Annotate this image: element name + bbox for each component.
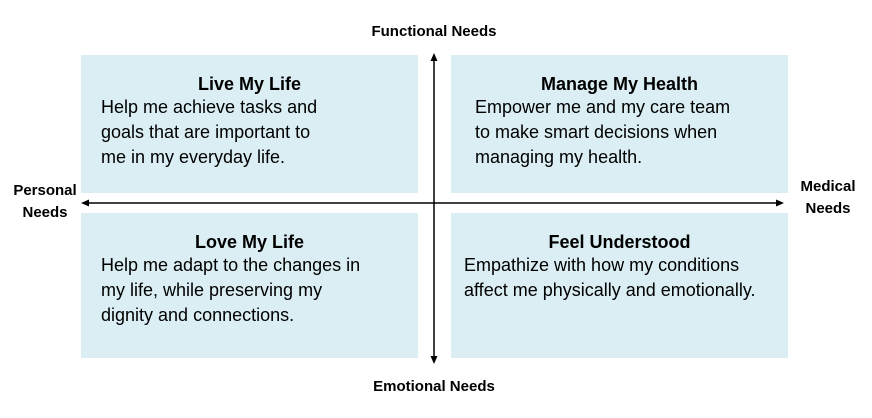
description-line: managing my health. xyxy=(475,147,643,167)
axis-label-personal-needs: Personal Needs xyxy=(0,180,90,224)
axis-label-line: Personal xyxy=(13,182,77,199)
description-line: Empower me and my care team xyxy=(475,97,731,117)
description-line: Help me achieve tasks and xyxy=(101,97,318,117)
description-line: me in my everyday life. xyxy=(101,147,286,167)
axis-label-line: Medical xyxy=(800,178,856,195)
quadrant-love-my-life: Love My Life Help me adapt to the change… xyxy=(81,213,418,358)
axis-label-emotional-needs: Emotional Needs xyxy=(373,378,495,395)
description-line: my life, while preserving my xyxy=(101,280,323,300)
description-line: to make smart decisions when xyxy=(475,122,718,142)
description-line: affect me physically and emotionally. xyxy=(464,280,756,300)
axis-label-medical-needs: Medical Needs xyxy=(783,176,872,220)
quadrant-live-my-life: Live My Life Help me achieve tasks and g… xyxy=(81,55,418,193)
description-line: Help me adapt to the changes in xyxy=(101,255,361,275)
quadrant-manage-my-health: Manage My Health Empower me and my care … xyxy=(451,55,788,193)
axis-label-line: Needs xyxy=(22,204,68,221)
quadrant-feel-understood: Feel Understood Empathize with how my co… xyxy=(451,213,788,358)
quadrant-title: Feel Understood xyxy=(548,232,691,252)
quadrant-description: Help me achieve tasks and goals that are… xyxy=(101,95,317,170)
axis-label-functional-needs: Functional Needs xyxy=(371,23,497,40)
quadrant-title: Live My Life xyxy=(197,74,302,94)
axis-label-line: Needs xyxy=(805,200,851,217)
vertical-axis-arrow xyxy=(430,53,438,364)
description-line: goals that are important to xyxy=(101,122,311,142)
quadrant-title: Love My Life xyxy=(194,232,305,252)
description-line: Empathize with how my conditions xyxy=(464,255,740,275)
quadrant-description: Empower me and my care team to make smar… xyxy=(475,95,730,170)
description-line: dignity and connections. xyxy=(101,305,295,325)
horizontal-axis-arrow xyxy=(81,199,784,207)
quadrant-description: Help me adapt to the changes in my life,… xyxy=(101,253,360,328)
quadrant-description: Empathize with how my conditions affect … xyxy=(464,253,755,303)
quadrant-title: Manage My Health xyxy=(540,74,699,94)
